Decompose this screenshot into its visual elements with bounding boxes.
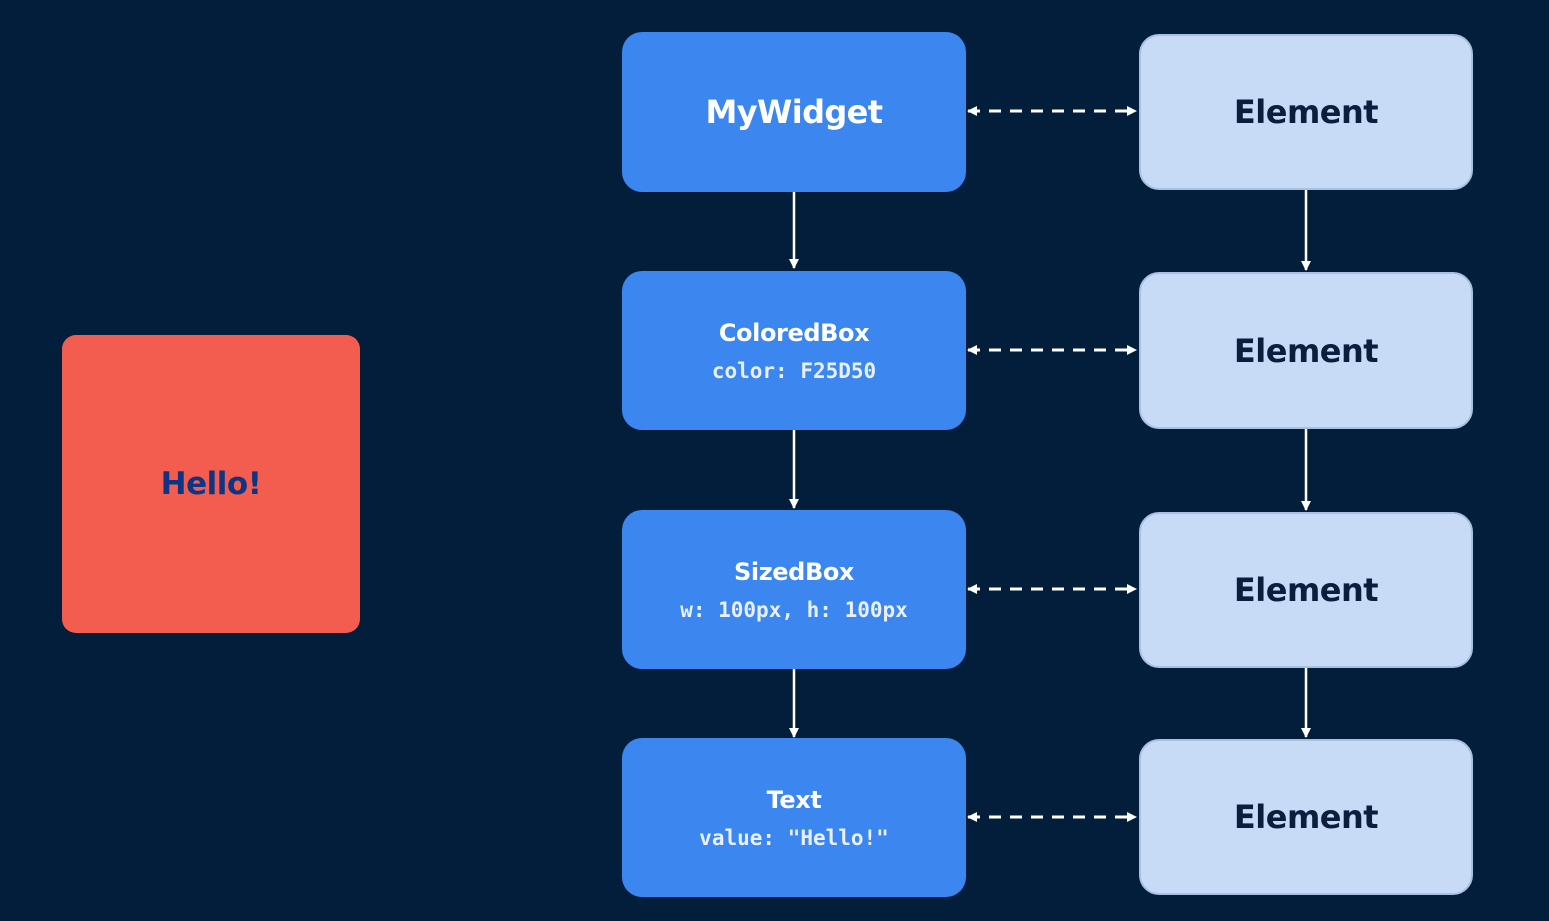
widget-property: color: F25D50 [711,358,877,383]
element-label: Element [1233,331,1379,370]
element-label: Element [1233,93,1379,131]
element-node: Element [1139,512,1473,668]
element-node: Element [1139,739,1473,895]
widget-title: MyWidget [705,93,884,131]
widget-node-text: Text value: "Hello!" [622,738,966,897]
widget-title: ColoredBox [718,318,870,347]
widget-property: w: 100px, h: 100px [680,597,908,622]
widget-node-mywidget: MyWidget [622,32,966,192]
widget-title: Text [766,785,822,814]
widget-property: value: "Hello!" [699,825,889,850]
element-node: Element [1139,272,1473,429]
widget-node-coloredbox: ColoredBox color: F25D50 [622,271,966,430]
widget-node-sizedbox: SizedBox w: 100px, h: 100px [622,510,966,669]
element-node: Element [1139,34,1473,190]
element-label: Element [1233,798,1379,836]
hello-preview-box: Hello! [62,335,360,633]
widget-title: SizedBox [734,557,854,586]
preview-text: Hello! [160,466,262,502]
element-label: Element [1233,571,1379,609]
